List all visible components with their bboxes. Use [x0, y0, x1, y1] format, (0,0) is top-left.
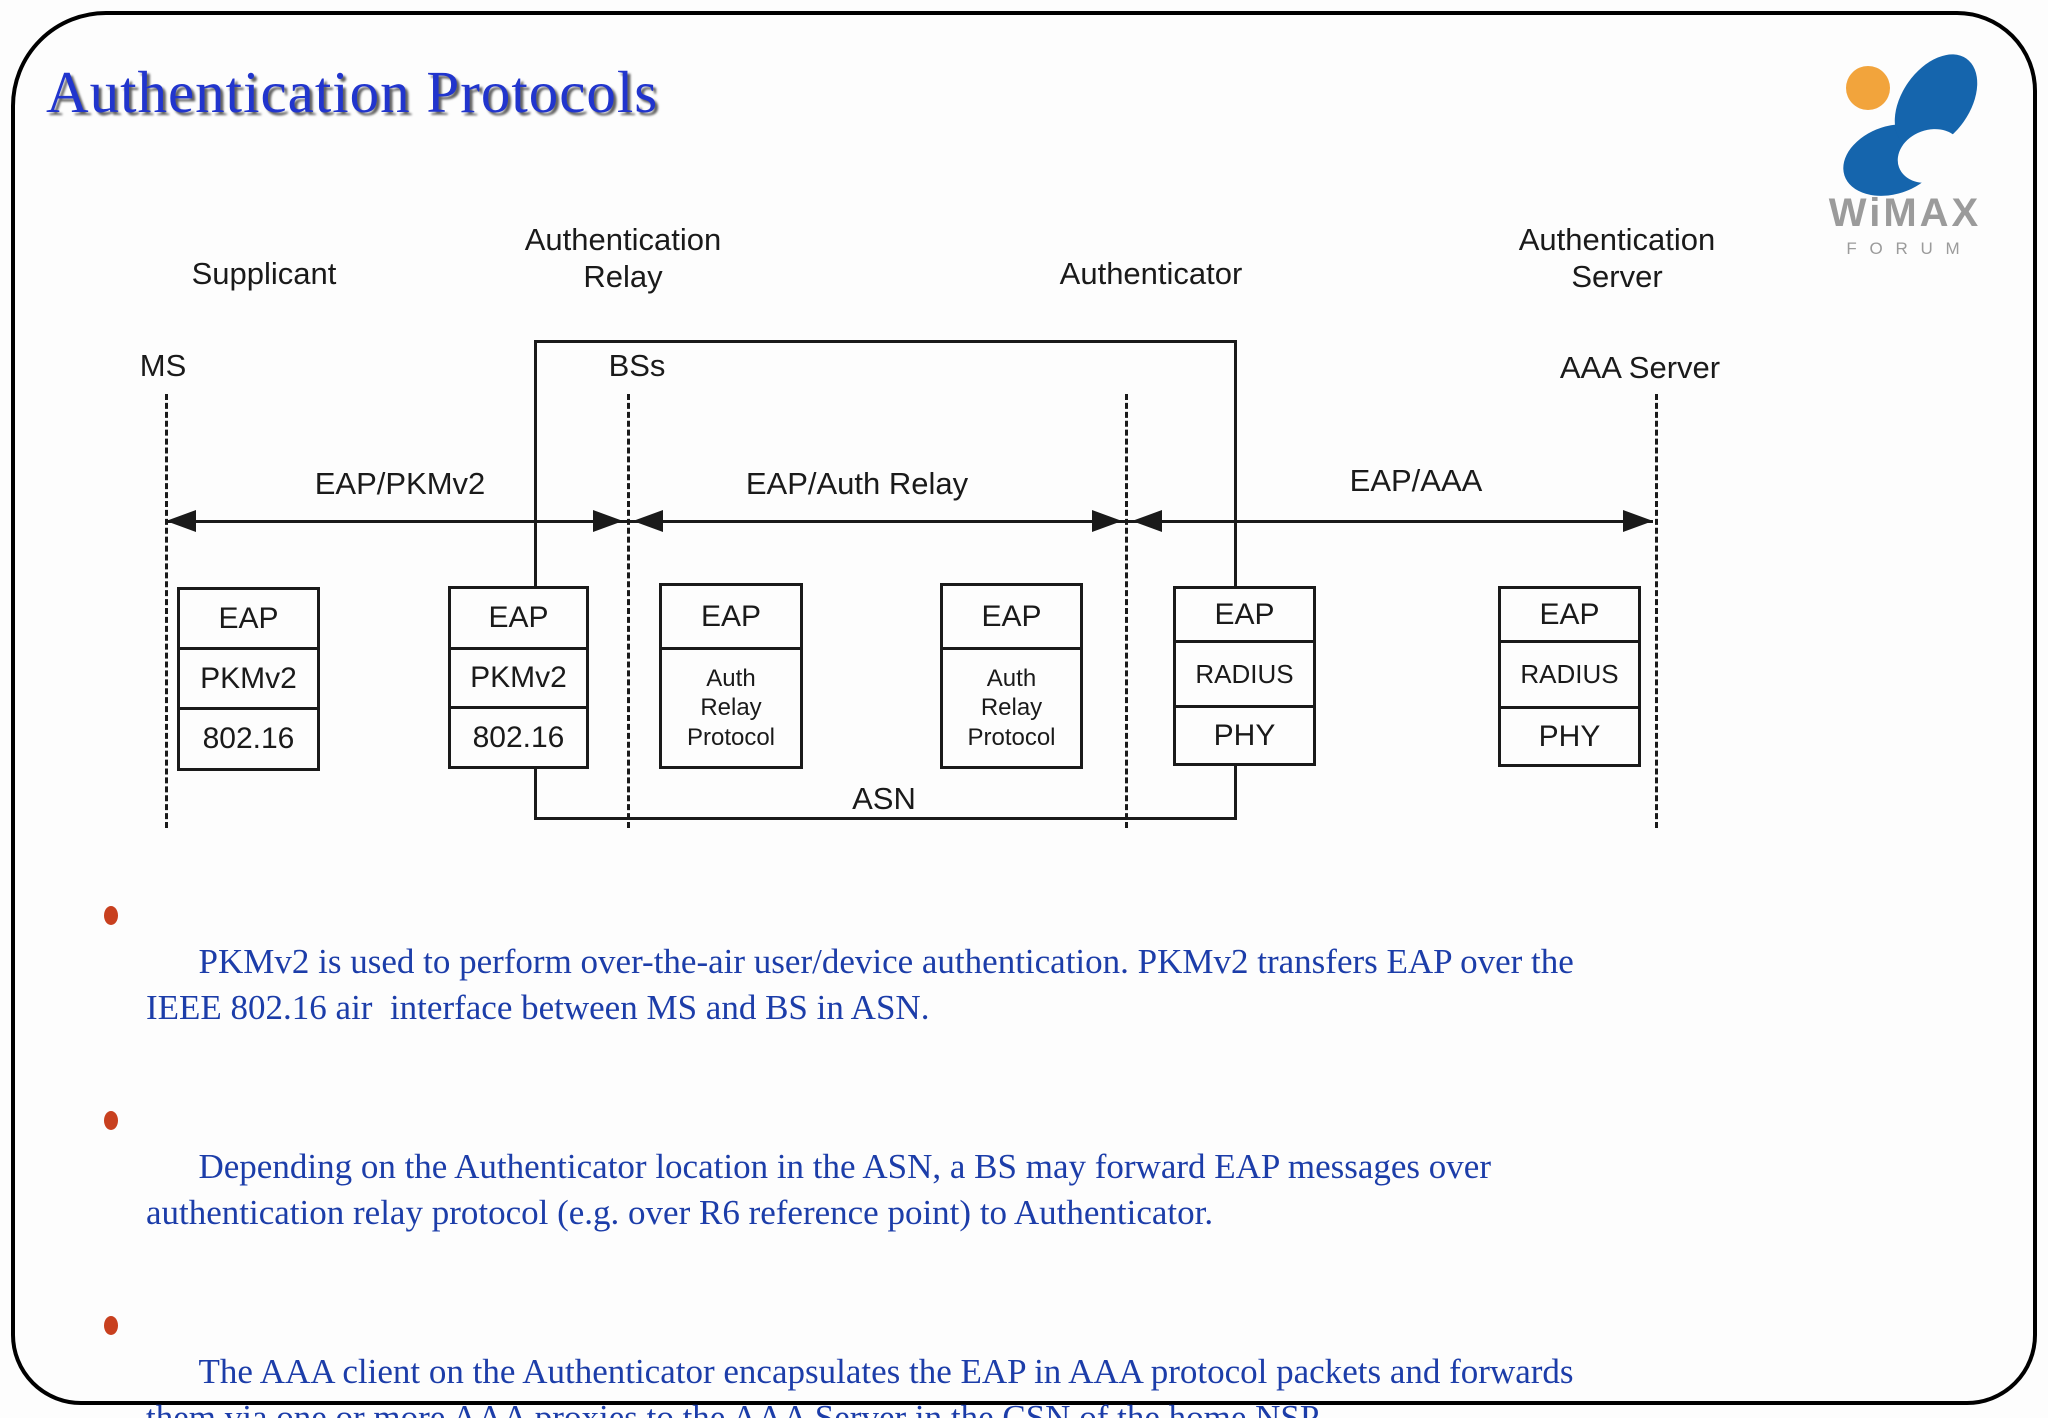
link-eap-pkmv2-label: EAP/PKMv2 — [314, 466, 486, 501]
authenticator-lifeline — [1125, 394, 1128, 828]
stack-auth-left-layer-eap: EAP — [943, 586, 1080, 650]
logo-white-crescent-icon — [1897, 129, 1963, 183]
stack-authenticator-right: EAP RADIUS PHY — [1173, 586, 1316, 766]
bullet-dot-icon — [104, 1111, 118, 1130]
bullet-text-2: Depending on the Authenticator location … — [146, 1147, 1491, 1232]
asn-box — [534, 340, 1237, 820]
asn-label: ASN — [852, 781, 916, 816]
stack-ms: EAP PKMv2 802.16 — [177, 587, 320, 771]
logo-blue-leaf-upper-icon — [1894, 54, 1978, 150]
stack-bs-right-layer-eap: EAP — [662, 586, 800, 650]
stack-bs-left: EAP PKMv2 802.16 — [448, 586, 589, 769]
arrowhead-left-ms-icon — [166, 510, 196, 532]
logo-orange-dot-icon — [1846, 66, 1890, 110]
stack-authenticator-left: EAP Auth Relay Protocol — [940, 583, 1083, 769]
stack-ms-layer-eap: EAP — [180, 590, 317, 650]
link-eap-auth-relay-label: EAP/Auth Relay — [745, 466, 969, 501]
wimax-logo-mark — [1843, 54, 1978, 196]
stack-bs-left-layer-eap: EAP — [451, 589, 586, 650]
stack-bs-left-layer-pkmv2: PKMv2 — [451, 650, 586, 709]
stack-bs-right: EAP Auth Relay Protocol — [659, 583, 803, 769]
arrowhead-right-bs-icon — [593, 510, 623, 532]
stack-aaa-layer-radius: RADIUS — [1501, 643, 1638, 709]
bullet-text-1: PKMv2 is used to perform over-the-air us… — [146, 942, 1574, 1027]
arrowhead-left-authenticator-icon — [1132, 510, 1162, 532]
stack-ms-layer-pkmv2: PKMv2 — [180, 650, 317, 710]
page-title: Authentication Protocols — [46, 59, 659, 125]
bullet-dot-icon — [104, 1316, 118, 1335]
arrowhead-right-aaa-icon — [1623, 510, 1653, 532]
bullet-list: PKMv2 is used to perform over-the-air us… — [102, 893, 1912, 1418]
stack-bs-right-layer-auth-relay-protocol: Auth Relay Protocol — [686, 665, 776, 751]
aaa-lifeline — [1655, 394, 1658, 828]
role-supplicant-label: Supplicant — [191, 256, 337, 291]
role-authenticator-label: Authenticator — [1059, 256, 1243, 291]
stack-auth-right-layer-eap: EAP — [1176, 589, 1313, 643]
stack-auth-right-layer-phy: PHY — [1213, 718, 1276, 752]
bullet-dot-icon — [104, 906, 118, 925]
stack-ms-layer-80216: 802.16 — [202, 722, 295, 756]
slide-border — [11, 11, 2037, 1405]
logo-sub-text: F O R U M — [1846, 239, 1963, 258]
arrowhead-left-bs-icon — [633, 510, 663, 532]
stack-aaa-server: EAP RADIUS PHY — [1498, 586, 1641, 767]
bullet-item: PKMv2 is used to perform over-the-air us… — [102, 893, 1912, 1077]
entity-ms-label: MS — [139, 348, 187, 383]
wimax-forum-logo: WiMAX F O R U M — [1829, 54, 1981, 258]
link-eap-aaa-label: EAP/AAA — [1349, 463, 1483, 498]
stack-aaa-layer-phy: PHY — [1538, 719, 1601, 753]
entity-bss-label: BSs — [608, 348, 666, 383]
stack-auth-right-layer-radius: RADIUS — [1176, 643, 1313, 708]
bullet-item: The AAA client on the Authenticator enca… — [102, 1303, 1912, 1418]
arrowhead-right-authenticator-icon — [1092, 510, 1122, 532]
role-authentication-relay-label: Authentication Relay — [524, 222, 722, 294]
stack-auth-left-layer-auth-relay-protocol: Auth Relay Protocol — [967, 665, 1056, 751]
stack-bs-left-layer-80216: 802.16 — [472, 720, 565, 754]
eap-flow-line — [166, 520, 1653, 523]
bullet-text-3: The AAA client on the Authenticator enca… — [146, 1352, 1574, 1418]
ms-lifeline — [165, 394, 168, 828]
bs-lifeline — [627, 394, 630, 828]
stack-aaa-layer-eap: EAP — [1501, 589, 1638, 643]
bullet-item: Depending on the Authenticator location … — [102, 1098, 1912, 1282]
entity-aaa-server-label: AAA Server — [1559, 350, 1721, 385]
role-authentication-server-label: Authentication Server — [1518, 222, 1716, 294]
logo-brand-text: WiMAX — [1829, 191, 1981, 235]
